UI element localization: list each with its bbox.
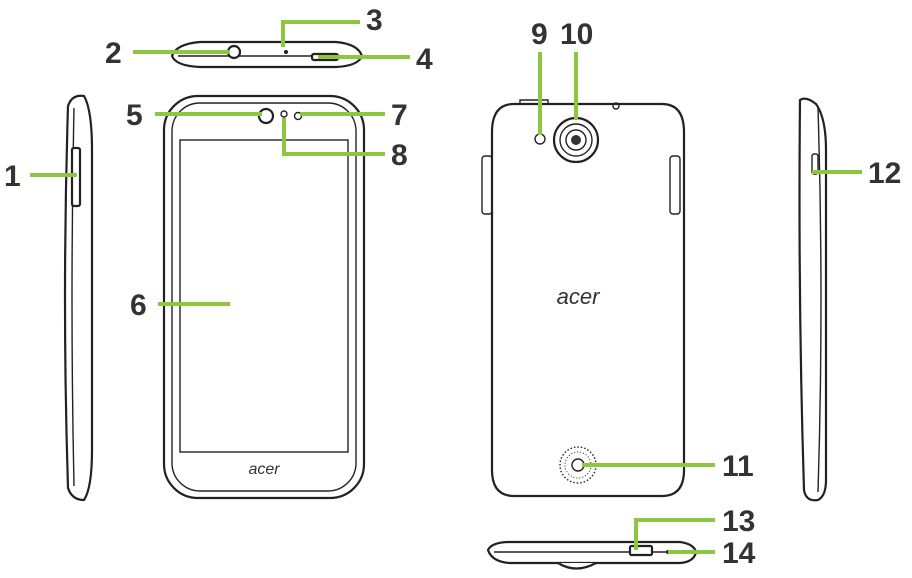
callout-12: 12 [868,157,901,190]
callout-4: 4 [416,43,433,76]
callout-13: 13 [722,505,755,538]
callout-10: 10 [560,18,593,51]
leader-3 [281,20,360,47]
phone-back-view: acer [481,99,686,498]
leader-8 [282,118,385,156]
phone-bottom-edge-view [486,540,698,570]
callout-9: 9 [531,18,548,51]
back-acer-logo: acer [557,284,601,309]
callout-1: 1 [4,160,21,193]
phone-left-side-view [63,94,94,502]
light-sensor-icon [280,110,288,118]
callout-8: 8 [391,139,408,172]
front-acer-logo: acer [248,461,280,478]
rear-camera-icon [552,116,600,164]
callout-leaders [30,20,862,554]
callout-5: 5 [126,99,143,132]
callout-6: 6 [130,289,147,322]
callout-7: 7 [391,99,408,132]
callout-2: 2 [105,37,122,70]
phone-front-view: acer [162,94,366,500]
phone-top-edge-view [170,40,364,69]
micro-usb-port-icon [628,544,654,557]
callout-11: 11 [722,450,754,483]
callout-numbers: 1 2 3 4 5 6 7 8 9 10 11 12 13 14 [4,4,901,570]
touchscreen [179,139,349,453]
top-microphone-icon [284,50,288,54]
phone-right-side-view [798,97,828,502]
leader-13 [634,518,715,550]
callout-14: 14 [722,537,756,570]
callout-3: 3 [366,4,383,37]
